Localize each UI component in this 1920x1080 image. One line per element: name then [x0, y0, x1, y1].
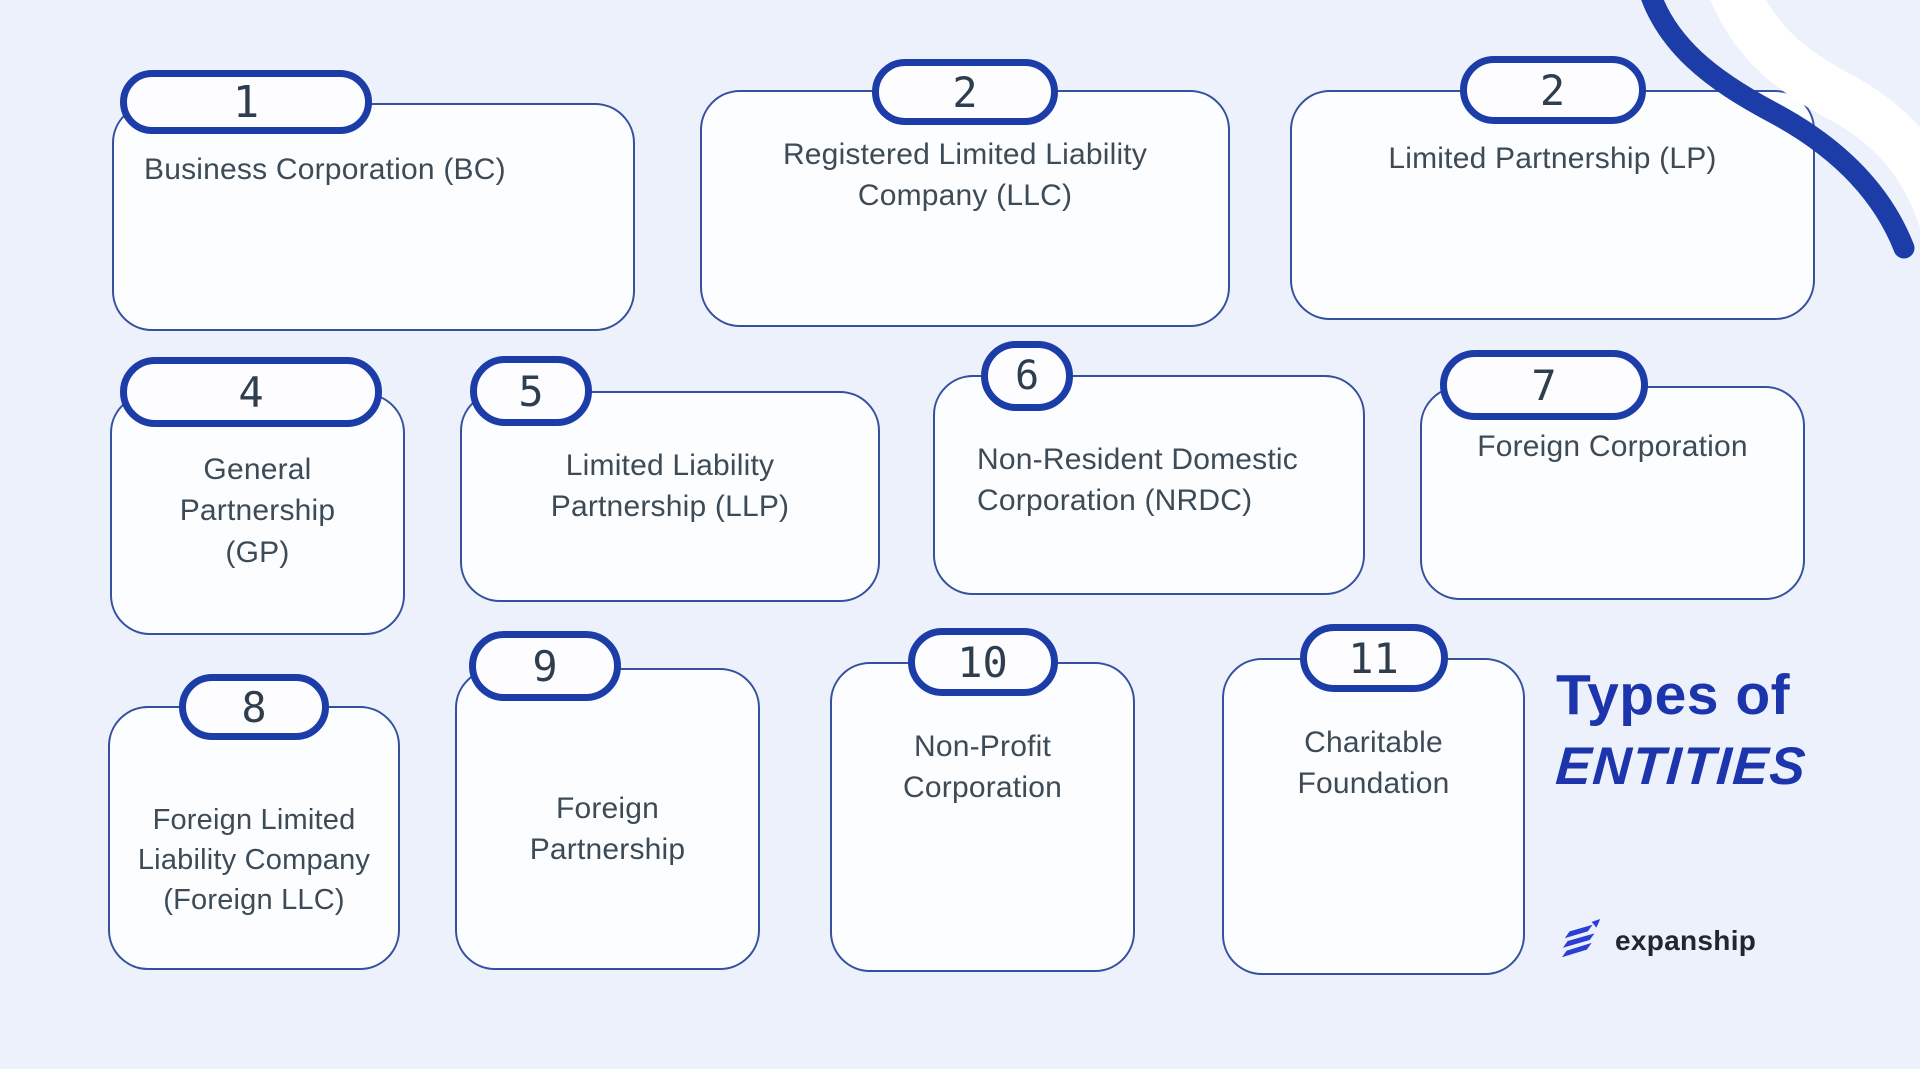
entity-label: Non-Profit Corporation — [903, 730, 1062, 805]
entity-card-llp: 5 Limited Liability Partnership (LLP) — [460, 356, 880, 602]
page-title-line1: Types of — [1556, 663, 1791, 727]
entity-label: Foreign Corporation — [1477, 430, 1748, 463]
entity-number-badge: 10 — [907, 628, 1058, 696]
entity-label: General Partnership (GP) — [179, 453, 336, 569]
entity-card-foreign-partnership: 9 Foreign Partnership — [455, 631, 760, 970]
entity-label: Limited Liability Partnership (LLP) — [550, 449, 790, 524]
entity-card-lp: 2 Limited Partnership (LP) — [1290, 56, 1815, 320]
entity-number-badge: 6 — [981, 341, 1073, 411]
entity-label: Foreign Partnership — [529, 792, 686, 867]
entity-card-llc: 2 Registered Limited Liability Company (… — [700, 59, 1230, 327]
entity-card-gp: 4 General Partnership (GP) — [110, 357, 405, 635]
entity-number-badge: 2 — [872, 59, 1058, 125]
entity-card-charitable-foundation: 11 Charitable Foundation — [1222, 624, 1525, 975]
entity-number-badge: 8 — [179, 674, 329, 740]
corner-wave-decoration — [1641, 0, 1920, 259]
expanship-logo-text: expanship — [1615, 925, 1757, 956]
entity-number-badge: 2 — [1459, 56, 1646, 124]
entity-number-badge: 1 — [120, 70, 372, 134]
entity-card-nrdc: 6 Non-Resident Domestic Corporation (NRD… — [933, 341, 1365, 595]
expanship-logo-icon — [1561, 918, 1601, 958]
entity-number-badge: 11 — [1299, 624, 1448, 692]
entity-label: Limited Partnership (LP) — [1388, 142, 1717, 175]
entity-label: Registered Limited Liability Company (LL… — [782, 138, 1148, 213]
entity-number-badge: 7 — [1440, 350, 1648, 420]
entity-number-badge: 9 — [469, 631, 621, 701]
entity-number-badge: 4 — [120, 357, 382, 427]
page-title-line2: ENTITIES — [1553, 737, 1809, 796]
entity-label: Business Corporation (BC) — [144, 153, 506, 186]
entity-label: Non-Resident Domestic Corporation (NRDC) — [977, 443, 1298, 518]
entity-label: Charitable Foundation — [1297, 726, 1450, 801]
expanship-logo: expanship — [1560, 918, 1756, 964]
bottom-edge-decoration — [0, 1069, 1920, 1080]
entity-card-bc: 1 Business Corporation (BC) — [112, 70, 635, 331]
entity-card-non-profit: 10 Non-Profit Corporation — [830, 628, 1135, 972]
entity-label: Foreign Limited Liability Company (Forei… — [137, 804, 371, 917]
entity-card-foreign-llc: 8 Foreign Limited Liability Company (For… — [108, 674, 400, 970]
entity-number-badge: 5 — [470, 356, 592, 426]
page-title: Types of ENTITIES — [1553, 662, 1876, 797]
entity-card-foreign-corporation: 7 Foreign Corporation — [1420, 350, 1805, 600]
